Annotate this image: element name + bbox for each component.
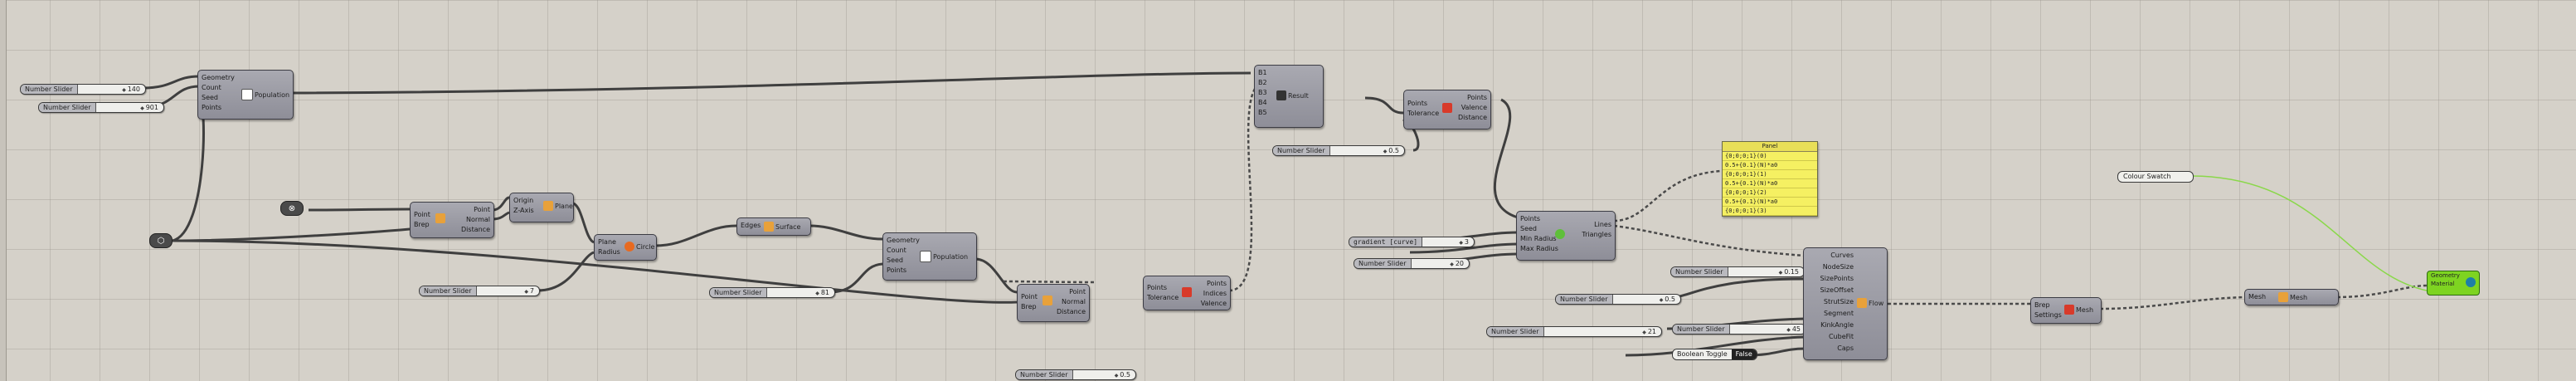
- smooth-icon: [2278, 292, 2288, 302]
- wire: [172, 227, 411, 242]
- wire: [142, 75, 200, 90]
- wire-dashed: [2099, 296, 2245, 310]
- wire: [308, 208, 411, 212]
- plane-icon: [543, 201, 553, 211]
- surface-icon: [764, 222, 774, 232]
- wire: [1625, 335, 1806, 357]
- custom-preview-node[interactable]: Geometry Material: [2427, 271, 2480, 296]
- wire: [1493, 98, 1519, 219]
- wire-dashed: [1228, 81, 1261, 292]
- edge-surface-node[interactable]: Edges Surface: [736, 217, 811, 236]
- pull-icon: [435, 213, 445, 223]
- wire-dashed: [2336, 284, 2428, 299]
- mesh-icon: [2064, 305, 2074, 315]
- wire: [537, 251, 595, 292]
- proximity-icon: [1442, 103, 1452, 113]
- pull-icon: [1043, 296, 1052, 305]
- number-slider-seed[interactable]: Number Slider901: [38, 102, 164, 113]
- wire: [492, 211, 510, 221]
- circle-icon: [625, 242, 634, 252]
- number-slider-segment[interactable]: Number Slider45: [1672, 324, 1806, 335]
- number-slider-max-radius[interactable]: Number Slider20: [1354, 258, 1470, 269]
- wire: [975, 257, 1018, 294]
- proximity-icon: [1182, 287, 1192, 297]
- wire: [571, 202, 595, 244]
- wire: [1661, 277, 1806, 300]
- brep-param[interactable]: ⬡: [149, 233, 173, 248]
- wire: [1409, 242, 1519, 254]
- wire-dashed: [1613, 224, 1806, 257]
- wire: [809, 224, 883, 241]
- number-slider-count[interactable]: Number Slider140: [20, 84, 146, 95]
- text-panel[interactable]: Panel {0;0;0;1}(0) 0.5+{0.1}(N)*a0 {0;0;…: [1722, 141, 1818, 217]
- wire: [654, 224, 737, 247]
- number-slider-tolerance[interactable]: Number Slider0.5: [1015, 369, 1136, 380]
- point-icon: ⊗: [288, 203, 296, 213]
- number-slider-kinkangle[interactable]: Number Slider21: [1486, 326, 1662, 337]
- number-slider-radius[interactable]: Number Slider7: [419, 286, 540, 296]
- smooth-mesh-node[interactable]: Mesh Mesh: [2244, 289, 2339, 305]
- wire-dashed: [1613, 169, 1723, 222]
- number-slider-strutsize[interactable]: Number Slider0.5: [1555, 294, 1681, 305]
- number-slider-tolerance-2[interactable]: Number Slider0.5: [1272, 145, 1405, 156]
- brep-icon: ⬡: [157, 236, 165, 246]
- colour-swatch[interactable]: Colour Swatch: [2117, 171, 2194, 183]
- number-slider-pop-count[interactable]: Number Slider81: [709, 287, 835, 298]
- wire-dashed: [1003, 280, 1096, 284]
- flow-icon: [1857, 298, 1867, 308]
- canvas-left-edge: [0, 0, 7, 381]
- number-slider-nodesize[interactable]: Number Slider0.15: [1670, 266, 1805, 277]
- point-param[interactable]: ⊗: [280, 201, 304, 216]
- wire-green: [2190, 175, 2428, 291]
- wire: [492, 196, 510, 212]
- population-icon: [920, 251, 931, 262]
- wire: [172, 239, 1018, 304]
- preview-icon: [2466, 277, 2476, 287]
- triremesh-icon: [1555, 229, 1565, 239]
- wire: [829, 262, 883, 294]
- population-icon: [241, 89, 253, 100]
- wire: [291, 71, 1252, 95]
- wire: [1364, 96, 1404, 115]
- number-slider-min-radius[interactable]: gradient [curve]3: [1349, 237, 1475, 247]
- kangaroo-icon: [1276, 90, 1286, 100]
